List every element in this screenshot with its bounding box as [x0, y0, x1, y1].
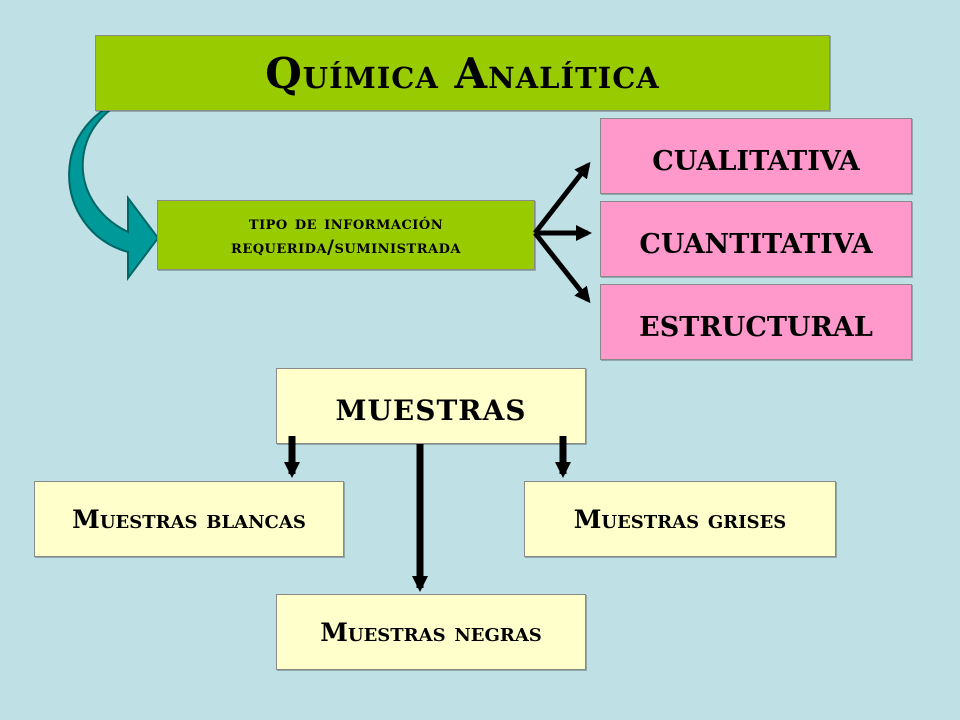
category-qualitative: cualitativa	[600, 118, 912, 194]
diagram-title: Química Analítica	[95, 35, 830, 111]
samples-grey-box: Muestras grises	[524, 481, 836, 557]
samples-white-box: Muestras blancas	[34, 481, 344, 557]
samples-black-box: Muestras negras	[276, 594, 586, 670]
info-type-box: tipo de información requerida/suministra…	[157, 200, 535, 270]
category-structural: estructural	[600, 284, 912, 360]
category-quantitative: cuantitativa	[600, 201, 912, 277]
samples-root-box: muestras	[276, 368, 586, 444]
